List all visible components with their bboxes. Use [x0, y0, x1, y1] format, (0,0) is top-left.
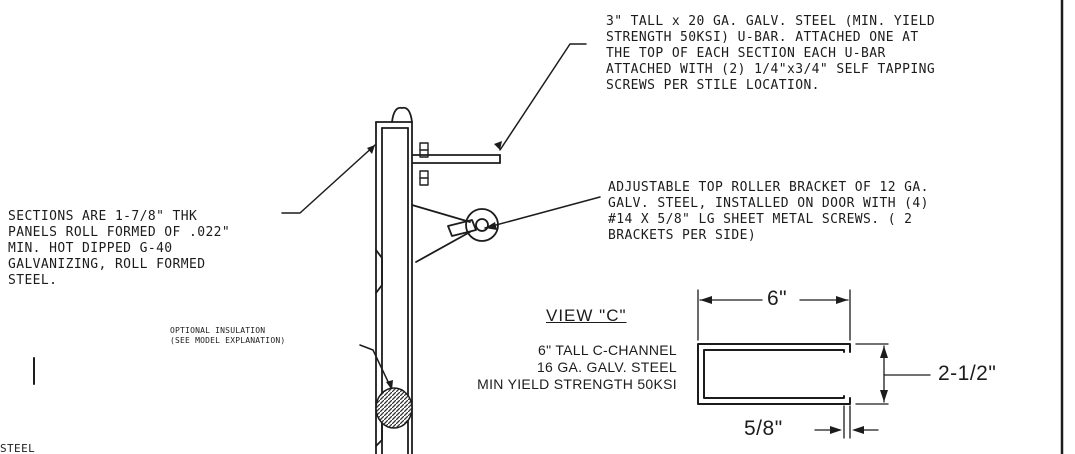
dim-width-label: 6" [767, 287, 788, 310]
roller-bracket [411, 204, 499, 263]
dim-lip-label: 5/8" [744, 417, 783, 440]
dimension-lines [33, 289, 931, 439]
insulation-note: OPTIONAL INSULATION (SEE MODEL EXPLANATI… [170, 326, 286, 345]
dim-height-label: 2-1/2" [938, 362, 997, 385]
stile-screws [419, 142, 429, 186]
cut-off-note: STEEL [0, 442, 36, 453]
arrowheads [367, 141, 888, 434]
sections-note: SECTIONS ARE 1-7/8" THK PANELS ROLL FORM… [8, 209, 231, 288]
leader-lines [281, 43, 601, 391]
c-channel [697, 343, 851, 405]
insulation-roll [375, 387, 413, 429]
u-bar-note: 3" TALL x 20 GA. GALV. STEEL (MIN. YIELD… [606, 14, 936, 93]
view-c-title: VIEW "C" [546, 306, 627, 325]
u-bar [411, 154, 501, 164]
c-channel-spec: 6" TALL C-CHANNEL 16 GA. GALV. STEEL MIN… [477, 342, 677, 392]
roller-bracket-note: ADJUSTABLE TOP ROLLER BRACKET OF 12 GA. … [608, 180, 929, 243]
